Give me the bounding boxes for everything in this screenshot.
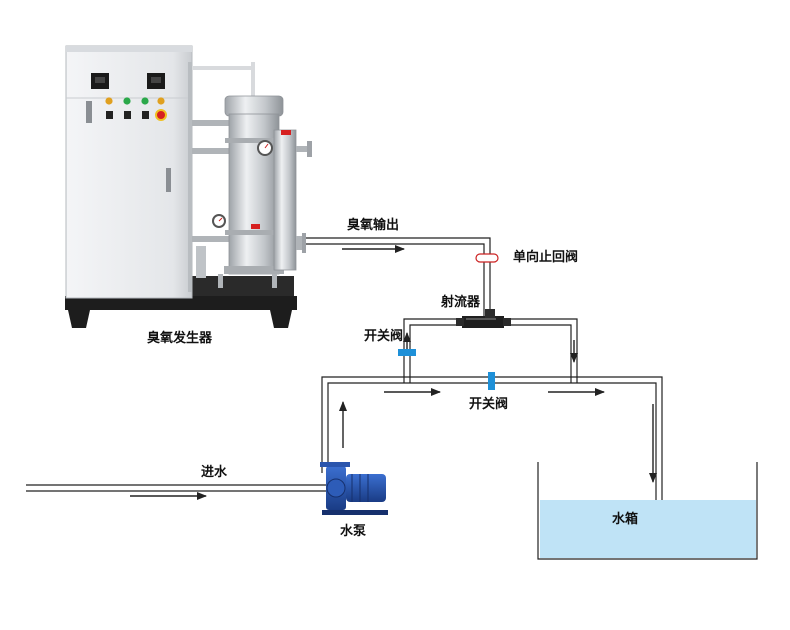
tank-walls xyxy=(537,462,758,560)
generator-foot-right xyxy=(270,310,292,328)
ejector xyxy=(456,309,511,328)
indicator-light xyxy=(157,97,165,105)
ejector-bypass-pipe xyxy=(409,324,462,383)
generator-foot-left xyxy=(68,310,90,328)
ejector-bypass-pipe xyxy=(503,324,572,383)
generator-base xyxy=(65,296,297,310)
side-column xyxy=(273,129,297,271)
label-water-tank: 水箱 xyxy=(612,512,639,527)
water-pump xyxy=(320,462,388,515)
ozone-output-pipe xyxy=(306,237,491,316)
label-switch-valve-mid: 开关阀 xyxy=(469,397,509,412)
cabinet-top xyxy=(66,46,192,52)
label-ejector: 射流器 xyxy=(441,295,481,310)
label-pump: 水泵 xyxy=(340,524,367,539)
indicator-light xyxy=(141,97,149,105)
control-knob xyxy=(124,111,131,119)
valve-handle xyxy=(281,130,291,135)
emergency-stop-button xyxy=(155,109,167,121)
valve-handle xyxy=(251,224,260,229)
ejector-bypass-pipe xyxy=(403,318,462,383)
switch-valve-mid-symbol xyxy=(488,372,495,390)
label-water-in: 进水 xyxy=(201,465,228,480)
label-ozone-generator: 臭氧发生器 xyxy=(147,331,213,346)
ozone-output-pipe xyxy=(306,243,485,316)
ejector-bypass-pipe xyxy=(503,318,578,383)
reactor-tank-cap xyxy=(224,95,284,117)
label-ozone-output: 臭氧输出 xyxy=(347,218,400,233)
check-valve-symbol xyxy=(475,253,499,263)
control-cabinet xyxy=(65,45,193,299)
water-tank xyxy=(537,462,758,560)
indicator-light xyxy=(123,97,131,105)
indicator-light xyxy=(105,97,113,105)
flow-arrows xyxy=(130,245,657,500)
label-switch-valve-top: 开关阀 xyxy=(364,329,404,344)
control-knob xyxy=(142,111,149,119)
tank-water xyxy=(540,500,756,558)
generator-skid xyxy=(190,276,294,296)
cabinet-door-handle xyxy=(166,168,171,192)
label-check-valve: 单向止回阀 xyxy=(513,250,579,265)
ozone-generator-machine xyxy=(65,45,312,328)
switch-valve-top-symbol xyxy=(398,349,416,356)
control-knob xyxy=(106,111,113,119)
